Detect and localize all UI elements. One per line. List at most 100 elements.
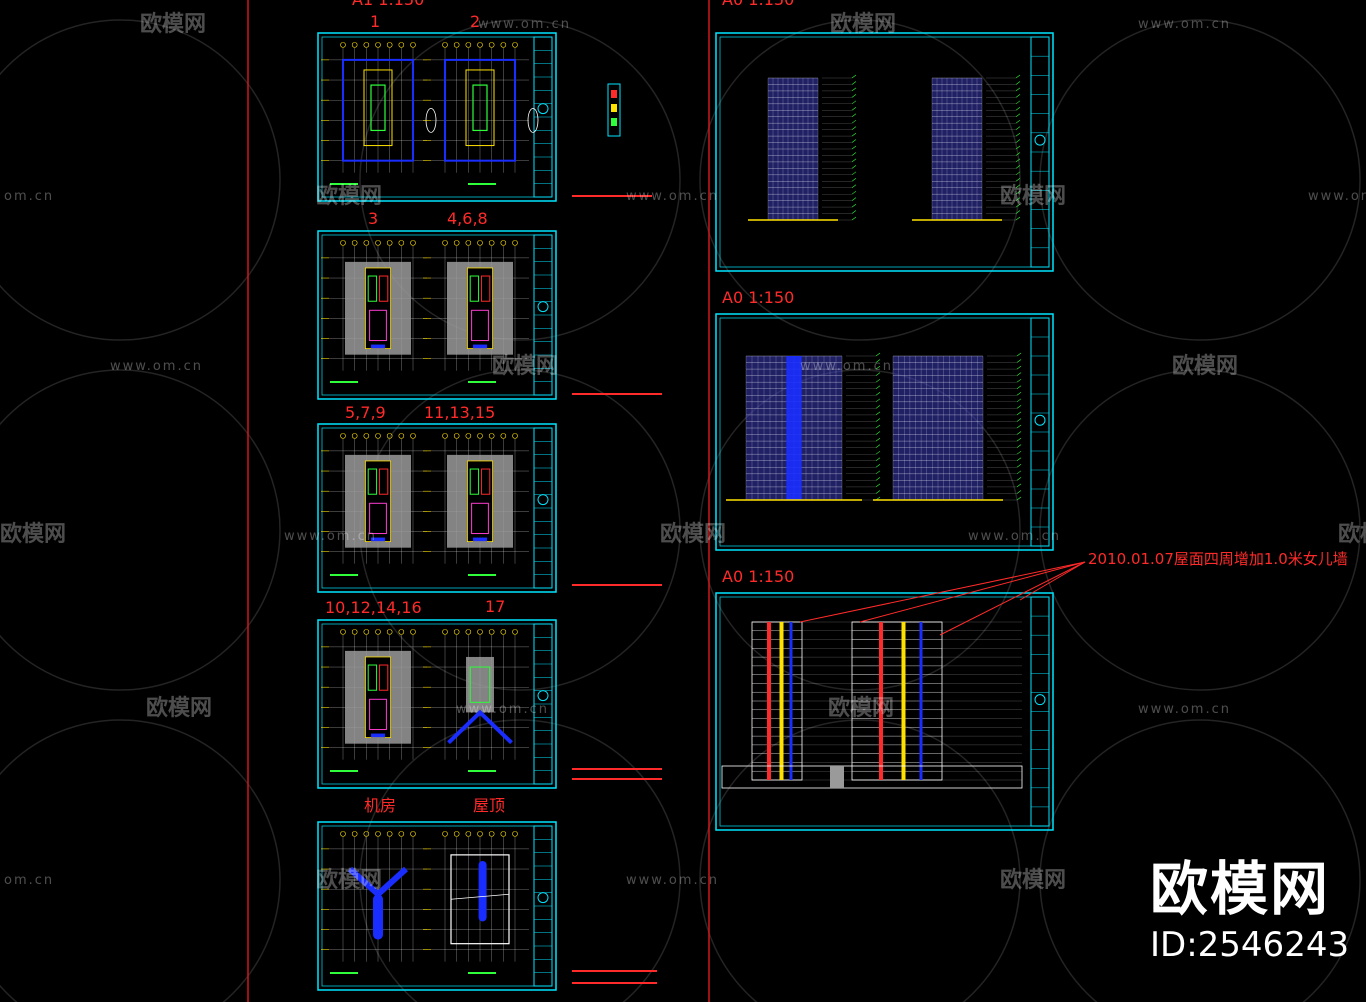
level-mark xyxy=(875,470,881,475)
level-mark xyxy=(851,94,857,98)
grid-bubble xyxy=(453,240,460,246)
level-mark xyxy=(851,119,857,124)
grid-bubble xyxy=(453,629,460,635)
grid-bubble xyxy=(477,629,483,635)
level-mark xyxy=(875,431,881,435)
elevator xyxy=(378,664,389,691)
machine-room-shaft xyxy=(373,894,383,940)
blue-zone xyxy=(371,537,385,542)
grid-bubble xyxy=(488,831,495,837)
watermark-url: www.om.cn xyxy=(478,17,571,32)
grid-bubble xyxy=(500,42,507,48)
left-scale-label: A1 1:150 xyxy=(352,0,424,8)
level-mark xyxy=(851,139,857,143)
site-outline xyxy=(444,58,516,162)
left-sheet-column xyxy=(317,32,557,991)
stair xyxy=(472,84,488,132)
grid-bubble xyxy=(410,831,416,837)
grid-bubble xyxy=(351,42,358,48)
grid-bubble xyxy=(465,42,472,48)
roof-equipment xyxy=(478,860,487,922)
level-mark xyxy=(875,392,881,396)
level-mark xyxy=(875,385,881,389)
grid-bubble xyxy=(386,629,393,635)
grid-bubble xyxy=(477,433,483,439)
section-wall xyxy=(901,622,906,780)
right-mid-scale-label: A0 1:150 xyxy=(722,288,795,307)
sheet2-right-label: 4,6,8 xyxy=(447,209,488,228)
level-mark xyxy=(1015,165,1021,169)
grid-bubble xyxy=(500,240,507,246)
level-mark xyxy=(851,145,857,150)
level-mark xyxy=(851,126,857,130)
level-mark xyxy=(851,210,857,214)
section-wall xyxy=(767,622,771,780)
level-mark xyxy=(1015,203,1021,208)
elevator xyxy=(378,275,389,302)
level-mark xyxy=(875,464,881,468)
level-mark xyxy=(875,437,881,442)
shaft xyxy=(369,698,387,731)
grid-bubble xyxy=(351,831,358,837)
level-mark xyxy=(1015,178,1021,182)
grid-bubble xyxy=(453,433,460,439)
right-sheet-elevation-1 xyxy=(715,32,1054,272)
caption-bar xyxy=(330,770,358,772)
level-mark xyxy=(875,405,881,409)
level-mark xyxy=(875,418,881,422)
grid-bubble xyxy=(477,42,483,48)
watermark-url: www.om.cn xyxy=(1138,702,1231,717)
level-mark xyxy=(1015,197,1021,201)
grid-bubble xyxy=(363,831,370,837)
elevator xyxy=(480,275,491,302)
grid-bubble xyxy=(465,629,472,635)
grid-bubble xyxy=(410,629,416,635)
level-mark xyxy=(1016,431,1022,435)
left-sheet-frame xyxy=(317,32,557,202)
grid-bubble xyxy=(363,42,370,48)
watermark-url: www.om.cn xyxy=(110,359,203,374)
level-mark xyxy=(851,178,857,182)
level-mark xyxy=(851,74,857,79)
level-mark xyxy=(1015,126,1021,130)
sheet5-right-label: 屋顶 xyxy=(473,796,506,815)
elevator xyxy=(480,468,491,495)
grid-bubble xyxy=(410,240,416,246)
landscape xyxy=(527,107,539,133)
right-sheet-frame xyxy=(715,313,1054,551)
right-bottom-scale-label: A0 1:150 xyxy=(722,567,795,586)
caption-bar xyxy=(468,574,496,576)
watermark-url: www.om.cn xyxy=(284,529,377,544)
grid-bubble xyxy=(375,433,381,439)
sheet4-left-label: 10,12,14,16 xyxy=(325,598,422,617)
level-mark xyxy=(851,158,857,163)
grid-bubble xyxy=(465,831,472,837)
level-mark xyxy=(851,113,857,117)
title-block-seal xyxy=(537,494,549,506)
grid-bubble xyxy=(465,433,472,439)
grid-bubble xyxy=(398,831,405,837)
grid-bubble xyxy=(363,433,370,439)
brand-name: 欧模网 xyxy=(1150,855,1331,923)
grid-bubble xyxy=(375,831,381,837)
level-mark xyxy=(1016,378,1022,383)
sheet4-right-label: 17 xyxy=(485,597,506,616)
grid-bubble xyxy=(375,42,381,48)
level-mark xyxy=(1015,132,1021,137)
level-mark xyxy=(875,450,881,455)
level-mark xyxy=(875,378,881,383)
level-mark xyxy=(875,365,881,370)
grid-bubble xyxy=(410,42,416,48)
level-mark xyxy=(1015,74,1021,79)
left-sheet-frame xyxy=(317,821,557,991)
level-mark xyxy=(1016,457,1022,461)
level-mark xyxy=(875,483,881,488)
level-mark xyxy=(875,352,881,357)
level-mark xyxy=(1016,424,1022,429)
title-block-seal xyxy=(537,690,549,702)
section-wall xyxy=(919,622,923,780)
grid-bubble xyxy=(453,831,460,837)
grid-bubble xyxy=(386,240,393,246)
grid-bubble xyxy=(512,240,518,246)
